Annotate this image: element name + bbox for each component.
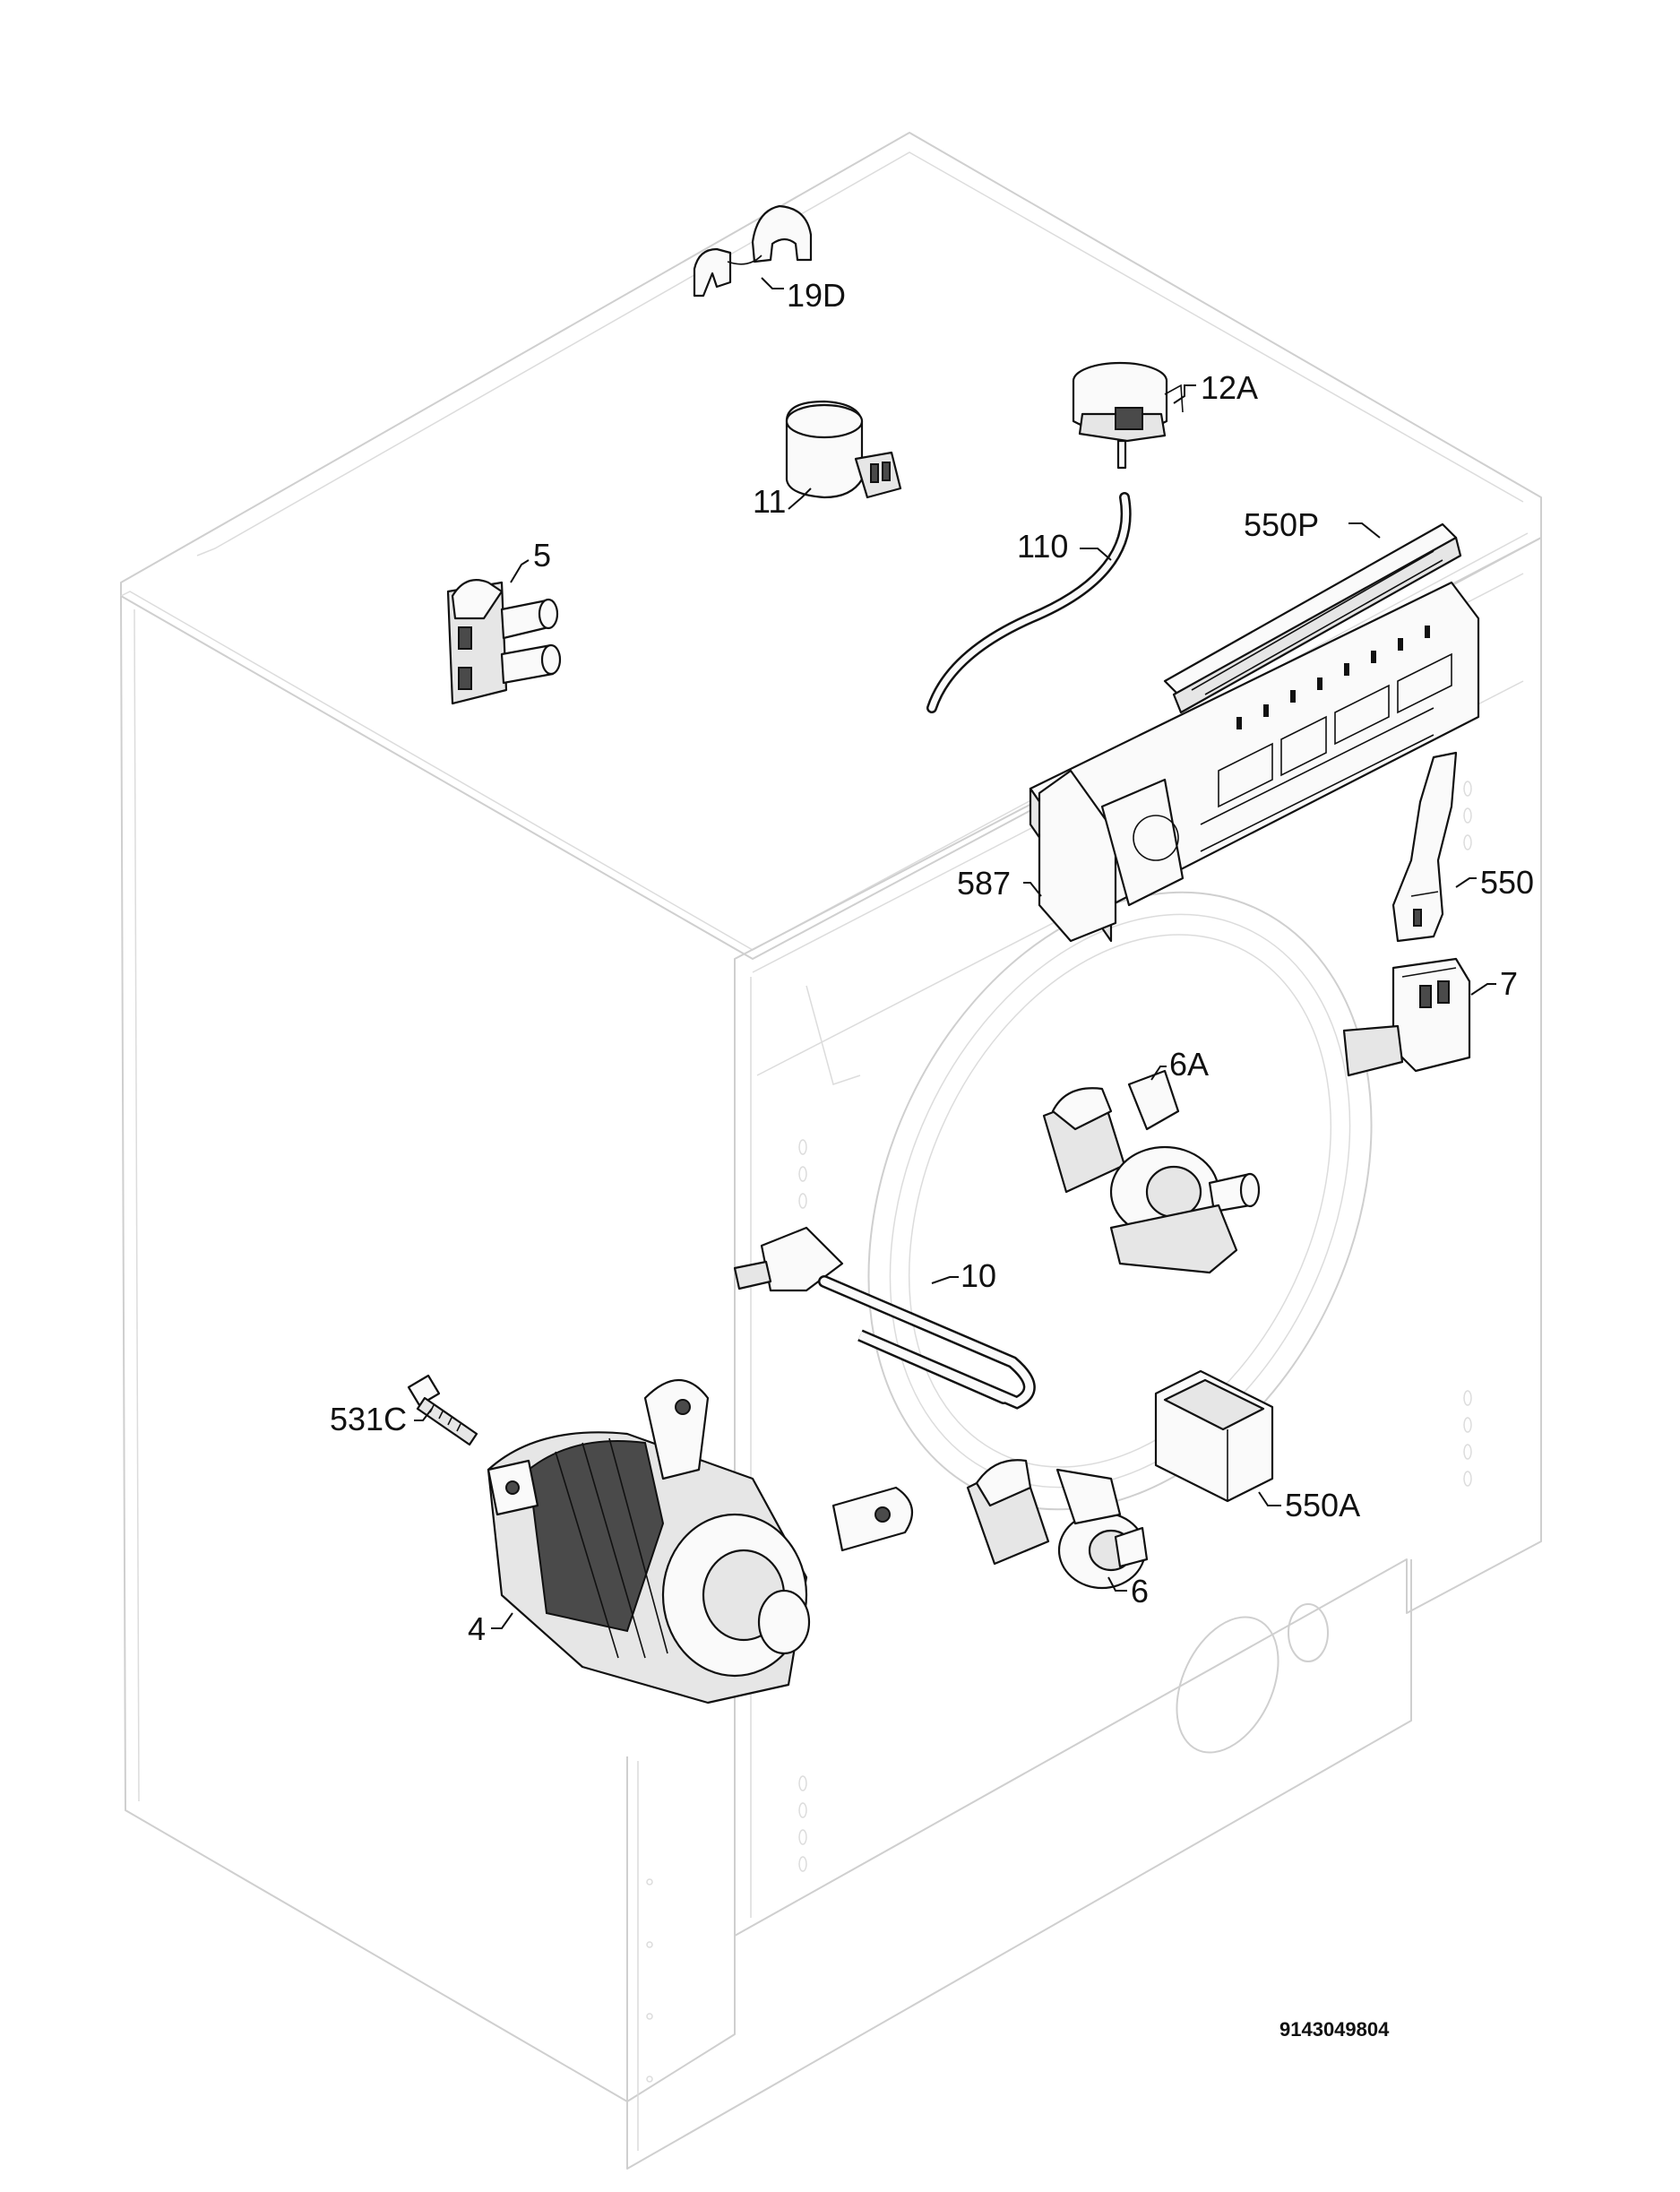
label-19D: 19D bbox=[787, 277, 846, 314]
part-6-drain-pump bbox=[966, 1459, 1149, 1590]
label-12A: 12A bbox=[1201, 369, 1258, 406]
part-6A-circulation-pump bbox=[1042, 1069, 1261, 1274]
part-5-inlet-valve bbox=[446, 579, 562, 705]
part-110-hose bbox=[926, 492, 1132, 713]
label-587: 587 bbox=[957, 865, 1011, 902]
part-4-motor bbox=[487, 1378, 914, 1704]
leader-lines bbox=[414, 277, 1496, 1629]
cabinet-outline bbox=[120, 132, 1542, 2170]
document-code: 9143049804 bbox=[1279, 2018, 1390, 2041]
part-550P-bezel bbox=[1163, 522, 1462, 714]
label-6: 6 bbox=[1131, 1573, 1149, 1609]
label-4: 4 bbox=[468, 1610, 486, 1647]
label-11: 11 bbox=[753, 483, 786, 520]
part-11-capacitor bbox=[785, 400, 902, 499]
part-587-control-board bbox=[1029, 581, 1480, 943]
label-10: 10 bbox=[961, 1257, 996, 1294]
label-7: 7 bbox=[1500, 965, 1518, 1002]
label-6A: 6A bbox=[1169, 1046, 1209, 1083]
label-550P: 550P bbox=[1244, 506, 1319, 543]
part-19D-grommet bbox=[693, 204, 813, 298]
label-110: 110 bbox=[1017, 528, 1068, 565]
part-550-actuator bbox=[1391, 751, 1458, 943]
label-531C: 531C bbox=[330, 1401, 407, 1437]
part-531C-screw bbox=[407, 1374, 478, 1446]
part-10-heating-element bbox=[733, 1226, 1036, 1410]
label-550A: 550A bbox=[1285, 1487, 1360, 1523]
part-labels: 19D 12A 11 110 5 550P 587 550 7 6A 10 53… bbox=[330, 277, 1534, 1647]
part-7-door-lock bbox=[1342, 957, 1471, 1077]
part-550A-cover bbox=[1154, 1369, 1274, 1503]
part-12A-pressure-switch bbox=[1072, 361, 1184, 470]
label-5: 5 bbox=[533, 537, 551, 574]
label-550: 550 bbox=[1480, 864, 1534, 901]
